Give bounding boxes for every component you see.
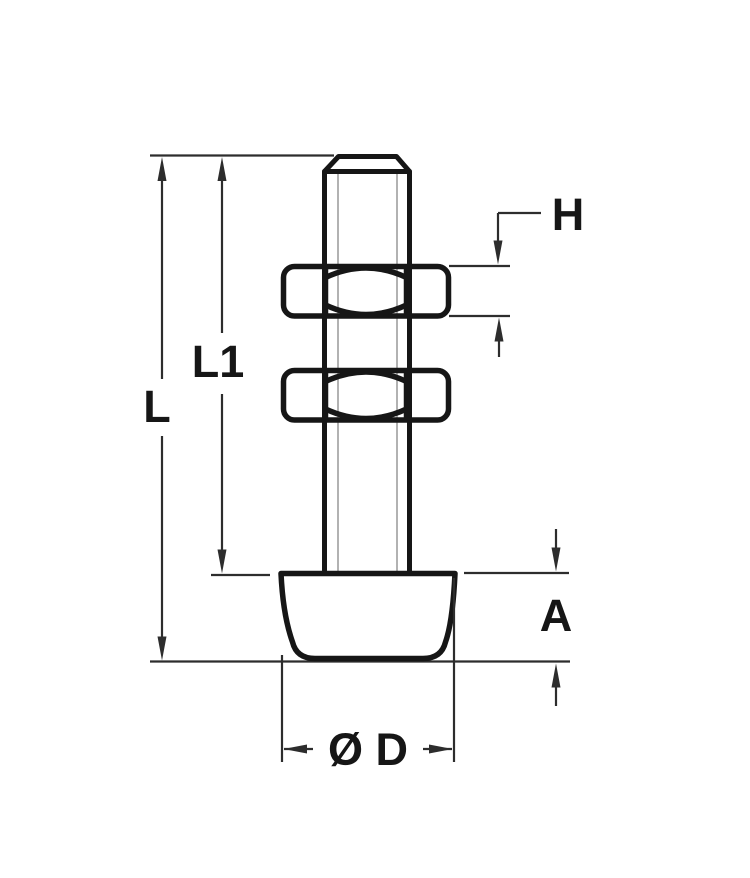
hex-nut-lower-chamfer-bottom: [322, 406, 410, 422]
stud-group: [322, 154, 412, 575]
arrow-up-icon: [217, 157, 227, 181]
arrow-down-icon: [157, 636, 167, 661]
label-total-length: L: [143, 381, 171, 432]
arrow-down-icon: [493, 240, 503, 265]
hex-nut-lower: [280, 367, 452, 423]
hex-nut-upper-chamfer-top: [322, 265, 410, 281]
foot-cap-group: [278, 570, 458, 662]
label-base-diameter: Ø D: [328, 724, 408, 775]
arrow-up-icon: [494, 317, 504, 342]
arrow-down-icon: [551, 547, 561, 572]
arrow-down-icon: [217, 549, 227, 574]
dimension-H: H: [449, 189, 584, 357]
arrow-right-icon: [429, 744, 453, 754]
dimension-L: L: [143, 154, 334, 661]
foot-cap-outline: [278, 570, 458, 662]
hex-nut-upper: [280, 263, 452, 319]
dimension-D: Ø D: [280, 578, 456, 775]
label-thread-length: L1: [192, 336, 245, 387]
hex-nut-lower-chamfer-top: [322, 369, 410, 385]
dimension-L1: L1: [192, 157, 270, 577]
hex-nut-upper-chamfer-bottom: [322, 302, 410, 318]
arrow-up-icon: [157, 157, 167, 181]
dimension-A: A: [464, 529, 572, 706]
label-base-height: A: [540, 590, 573, 641]
arrow-up-icon: [551, 663, 561, 688]
stud-outline: [322, 154, 412, 575]
label-nut-height: H: [552, 189, 585, 240]
